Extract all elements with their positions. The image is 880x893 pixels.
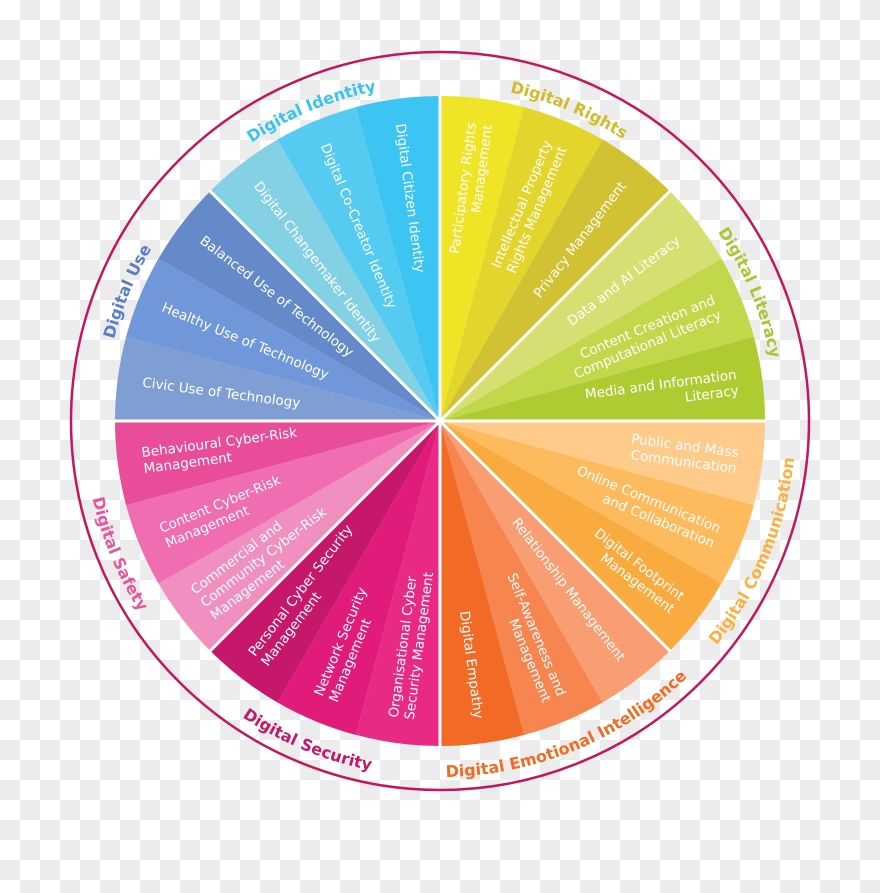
divider xyxy=(208,189,442,423)
sub-label-line: Literacy xyxy=(684,383,740,406)
wedge-2-2 xyxy=(440,421,722,651)
wedge-4-2 xyxy=(210,421,440,703)
wedge-3-0 xyxy=(440,421,670,703)
wedge-7-1 xyxy=(277,107,440,422)
divider xyxy=(438,419,672,653)
wedge-2-0 xyxy=(440,421,765,506)
wedge-1-1 xyxy=(440,258,754,421)
wedge-0-0 xyxy=(440,96,525,421)
category-dividers xyxy=(114,95,766,747)
wedge-6-2 xyxy=(158,191,440,421)
wedge-6-0 xyxy=(115,336,440,421)
wedge-0-1 xyxy=(440,107,603,422)
wedge-5-0 xyxy=(158,421,440,651)
wedge-5-2 xyxy=(115,421,440,506)
divider xyxy=(438,189,672,423)
wedge-5-1 xyxy=(126,421,441,584)
outer-ring xyxy=(69,50,811,792)
wedge-2-1 xyxy=(440,421,754,584)
wedge-3-1 xyxy=(440,421,603,735)
wedges xyxy=(115,96,765,746)
wedge-3-2 xyxy=(440,421,525,746)
wedge-7-0 xyxy=(210,139,440,421)
wedge-1-2 xyxy=(440,336,765,421)
wedge-6-1 xyxy=(126,258,441,421)
wedge-7-2 xyxy=(355,96,440,421)
wedge-4-0 xyxy=(355,421,440,746)
wedge-0-2 xyxy=(440,139,670,421)
divider xyxy=(208,419,442,653)
wedge-4-1 xyxy=(277,421,440,735)
wedge-1-0 xyxy=(440,191,722,421)
